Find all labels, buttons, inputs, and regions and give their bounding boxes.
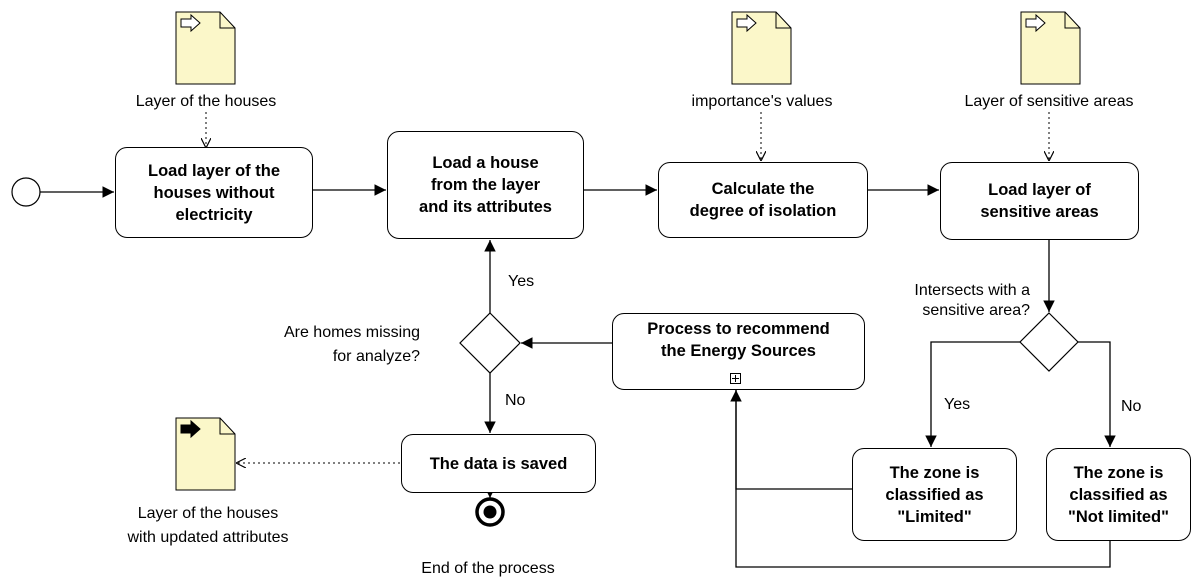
- end-event: [475, 497, 505, 527]
- label-end-of-process: End of the process: [421, 560, 555, 577]
- task-text: Load a house: [432, 154, 539, 172]
- task-text: sensitive areas: [980, 203, 1099, 221]
- label-intersects-no: No: [1121, 398, 1142, 415]
- task-text: "Not limited": [1068, 507, 1169, 526]
- task-text: classified as: [1069, 485, 1168, 504]
- label-homes-no: No: [505, 392, 526, 409]
- flow-limited-recommend: [735, 390, 852, 490]
- task-text: Calculate the: [711, 180, 815, 198]
- task-text: "Limited": [897, 507, 972, 526]
- label-question-line: sensitive area?: [922, 302, 1030, 319]
- task-load-layer-houses: Load layer of the houses without electrici…: [115, 147, 313, 238]
- task-text: classified as: [885, 485, 984, 504]
- label-intersects-yes: Yes: [944, 396, 971, 413]
- label-question-line: Intersects with a: [914, 282, 1030, 299]
- task-calculate-isolation: Calculate the degree of isolation: [658, 162, 868, 238]
- label-output-line: with updated attributes: [127, 529, 289, 546]
- task-text: The zone is: [1073, 463, 1164, 482]
- label-question-line: for analyze?: [332, 348, 420, 365]
- task-text: the Energy Sources: [661, 342, 816, 360]
- subprocess-plus-icon: [730, 373, 741, 384]
- task-text: The zone is: [889, 463, 980, 482]
- label-layer-sensitive: Layer of sensitive areas: [964, 93, 1134, 110]
- data-object-icon-houses: [175, 11, 236, 85]
- task-load-house: Load a house from the layer and its attrib…: [387, 131, 584, 239]
- flow-notlimited-recommend: [730, 390, 1111, 568]
- task-data-saved: The data is saved: [401, 434, 596, 493]
- start-event: [11, 177, 41, 207]
- flow-gateway-notlimited: [1078, 341, 1116, 447]
- task-text: and its attributes: [419, 198, 552, 216]
- task-text: Process to recommend: [647, 320, 830, 338]
- label-output-line: Layer of the houses: [137, 505, 279, 522]
- task-load-sensitive-areas: Load layer of sensitive areas: [940, 162, 1139, 240]
- task-text: from the layer: [430, 176, 541, 194]
- label-homes-missing: Are homes missing for analyze?: [230, 321, 420, 369]
- task-text: Load layer of the: [147, 161, 281, 180]
- task-text: houses without: [153, 183, 275, 202]
- label-output-layer: Layer of the houses with updated attribu…: [128, 502, 289, 550]
- gateway-homes-missing: [459, 312, 521, 374]
- data-object-icon-importance: [731, 11, 792, 85]
- label-layer-houses: Layer of the houses: [135, 93, 277, 110]
- gateway-intersects: [1019, 312, 1079, 372]
- task-zone-not-limited: The zone is classified as "Not limited": [1046, 448, 1191, 541]
- label-importance-values: importance's values: [691, 93, 833, 110]
- task-text: Load layer of: [988, 181, 1091, 199]
- flow-gateway-limited: [925, 341, 1020, 447]
- label-intersects: Intersects with a sensitive area?: [830, 281, 1030, 321]
- label-homes-yes: Yes: [508, 273, 535, 290]
- label-question-line: Are homes missing: [283, 324, 420, 341]
- data-object-icon-output: [175, 417, 236, 491]
- task-text: The data is saved: [429, 454, 568, 473]
- task-text: degree of isolation: [689, 202, 837, 220]
- task-zone-limited: The zone is classified as "Limited": [852, 448, 1017, 541]
- task-recommend-energy: Process to recommend the Energy Sources: [612, 313, 865, 390]
- task-text: electricity: [175, 205, 253, 224]
- data-object-icon-sensitive: [1020, 11, 1081, 85]
